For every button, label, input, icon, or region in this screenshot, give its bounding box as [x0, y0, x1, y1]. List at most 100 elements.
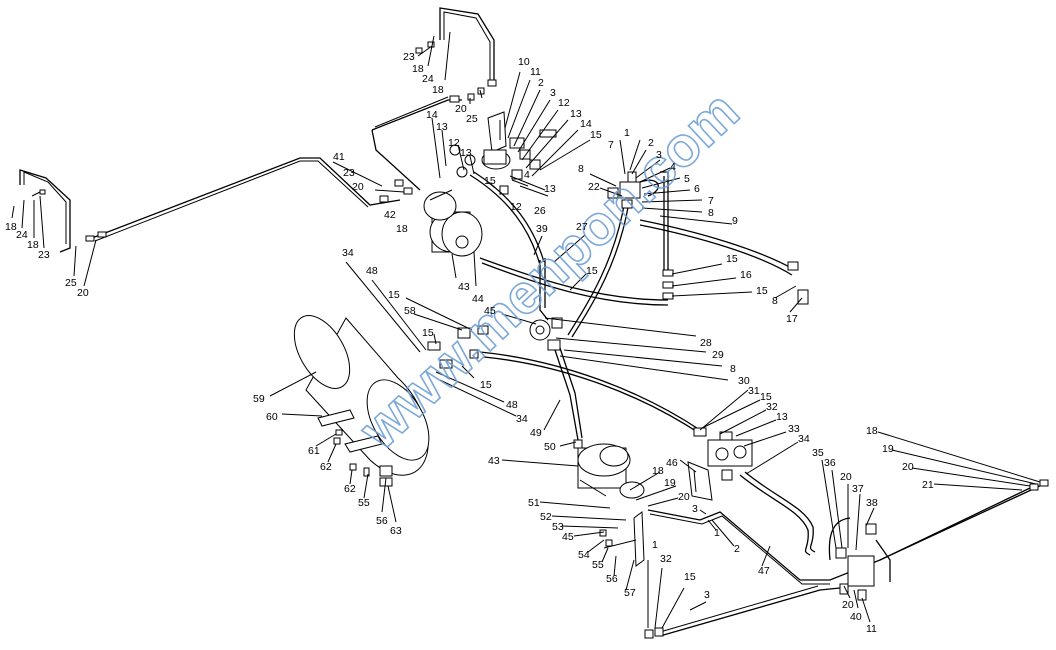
callout-label: 3 — [656, 149, 662, 161]
callout-label: 47 — [758, 565, 770, 577]
callout-label: 9 — [732, 215, 738, 227]
callout-label: 43 — [488, 455, 500, 467]
air-tank-59 — [293, 315, 430, 487]
callout-label: 13 — [776, 411, 788, 423]
callout-label: 56 — [606, 573, 618, 585]
callout-label: 16 — [740, 269, 752, 281]
callout-label: 1 — [624, 127, 630, 139]
callout-label: 14 — [426, 109, 438, 121]
callout-label: 15 — [388, 289, 400, 301]
callout-label: 15 — [756, 285, 768, 297]
fittings-tank — [427, 325, 489, 369]
callout-label: 1 — [714, 527, 720, 539]
callout-label: 13 — [460, 147, 472, 159]
callout-label: 15 — [484, 175, 496, 187]
callout-label: 61 — [308, 445, 320, 457]
callout-label: 25 — [65, 277, 77, 289]
callout-label: 23 — [343, 167, 355, 179]
valve-lower-right — [828, 479, 1049, 601]
callout-label: 60 — [266, 411, 278, 423]
callout-label: 62 — [320, 461, 332, 473]
callout-label: 63 — [390, 525, 402, 537]
top-bent-pipe — [415, 7, 497, 87]
callout-label: 32 — [766, 401, 778, 413]
callout-label: 4 — [524, 169, 530, 181]
callout-label: 20 — [352, 181, 364, 193]
valve-right-upper — [607, 171, 809, 305]
callout-label: 52 — [540, 511, 552, 523]
callout-label: 34 — [342, 247, 354, 259]
callout-label: 45 — [484, 305, 496, 317]
callout-label: 15 — [480, 379, 492, 391]
callout-label: 56 — [376, 515, 388, 527]
callout-label: 8 — [708, 207, 714, 219]
callout-label: 15 — [760, 391, 772, 403]
callout-label: 50 — [544, 441, 556, 453]
callout-label: 42 — [384, 209, 396, 221]
callout-label: 31 — [748, 385, 760, 397]
callout-label: 11 — [530, 66, 541, 78]
callout-label: 3 — [704, 589, 710, 601]
callout-label: 11 — [866, 623, 877, 635]
callout-label: 19 — [664, 477, 676, 489]
callout-label: 55 — [358, 497, 370, 509]
callout-label: 27 — [576, 221, 588, 233]
callout-label: 24 — [422, 73, 434, 85]
callout-label: 13 — [544, 183, 556, 195]
callout-label: 12 — [448, 137, 460, 149]
callout-label: 23 — [403, 51, 415, 63]
callout-label: 62 — [344, 483, 356, 495]
callout-label: 44 — [472, 293, 484, 305]
callout-label: 19 — [882, 443, 894, 455]
callout-label: 20 — [840, 471, 852, 483]
callout-label: 53 — [552, 521, 564, 533]
callout-label: 17 — [786, 313, 798, 325]
hose-39 — [469, 171, 669, 306]
callout-label: 59 — [253, 393, 265, 405]
callout-label: 15 — [590, 129, 602, 141]
valve-center — [529, 317, 563, 351]
callout-label: 2 — [734, 543, 740, 555]
callout-label: 15 — [422, 327, 434, 339]
air-tank-43-upper — [423, 189, 483, 257]
callout-label: 8 — [578, 163, 584, 175]
callout-label: 34 — [516, 413, 528, 425]
callout-label: 45 — [562, 531, 574, 543]
callout-label: 37 — [852, 483, 864, 495]
callout-label: 20 — [842, 599, 854, 611]
callout-label: 39 — [536, 223, 548, 235]
callout-label: 32 — [660, 553, 672, 565]
callout-label: 30 — [738, 375, 750, 387]
valve-top-center — [449, 129, 557, 195]
callout-label: 3 — [692, 503, 698, 515]
fitting-bottom — [644, 627, 664, 639]
callout-label: 6 — [694, 183, 700, 195]
callout-label: 29 — [712, 349, 724, 361]
callout-label: 24 — [16, 229, 28, 241]
callout-label: 13 — [436, 121, 448, 133]
callout-label: 8 — [772, 295, 778, 307]
callout-label: 13 — [570, 108, 582, 120]
callout-label: 20 — [77, 287, 89, 299]
pipe-41 — [85, 157, 401, 242]
callout-label: 15 — [726, 253, 738, 265]
callout-label: 8 — [730, 363, 736, 375]
leader-lines — [11, 31, 1041, 629]
callout-label: 4 — [670, 161, 676, 173]
callout-label: 2 — [538, 77, 544, 89]
callout-label: 12 — [558, 97, 570, 109]
callout-label: 18 — [866, 425, 878, 437]
callout-label: 58 — [404, 305, 416, 317]
callout-label: 18 — [396, 223, 408, 235]
callout-label: 43 — [458, 281, 470, 293]
callout-label: 15 — [684, 571, 696, 583]
callout-label: 51 — [528, 497, 540, 509]
bracket-10 — [487, 111, 507, 153]
pipe-47 — [647, 483, 1045, 637]
callout-label: 18 — [412, 63, 424, 75]
valve-33 — [693, 427, 816, 556]
fittings-group-a — [379, 87, 485, 203]
callout-label: 41 — [333, 151, 345, 163]
callout-label: 46 — [666, 457, 678, 469]
